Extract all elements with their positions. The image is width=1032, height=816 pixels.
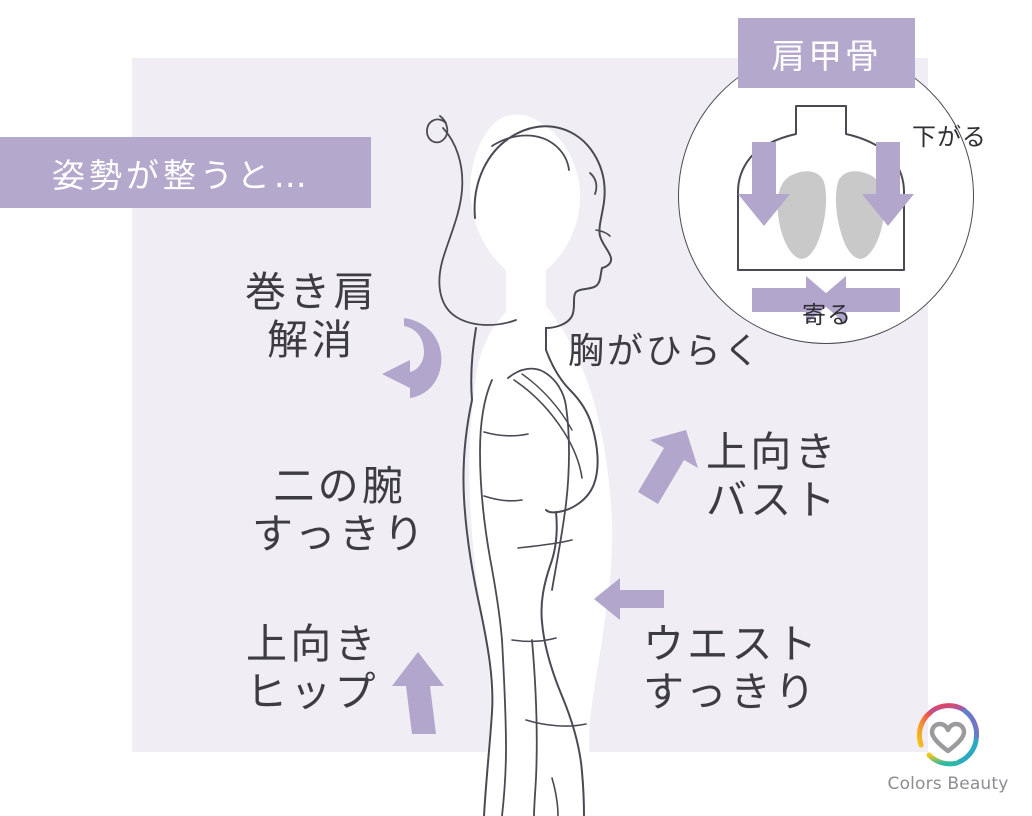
label-upper-arm-line2: すっきり xyxy=(252,511,428,558)
title-banner-text: 姿勢が整うと… xyxy=(52,155,311,195)
curved-arrow-shoulder xyxy=(382,318,442,398)
label-bust-line2: バスト xyxy=(706,477,839,524)
arrow-waist-left xyxy=(594,578,664,620)
label-rolled-shoulder: 巻き肩 解消 xyxy=(245,268,378,365)
scapula-right xyxy=(835,171,885,259)
label-waist-line1: ウエスト xyxy=(643,621,821,667)
label-chest: 胸がひらく xyxy=(568,330,762,372)
brand-logo: Colors Beauty xyxy=(880,698,1016,798)
label-bust: 上向き バスト xyxy=(706,428,839,525)
label-bust-line1: 上向き xyxy=(706,429,839,475)
scapula-diagram xyxy=(737,105,914,324)
down-arrows xyxy=(738,142,914,226)
inset-label-together: 寄る xyxy=(802,301,852,329)
label-upper-arm-line1: 二の腕 xyxy=(273,463,407,509)
label-hip-line2: ヒップ xyxy=(246,669,379,716)
label-chest-line1: 胸がひらく xyxy=(568,331,763,371)
label-hip: 上向き ヒップ xyxy=(246,620,379,717)
label-upper-arm: 二の腕 すっきり xyxy=(252,462,427,559)
body-silhouette xyxy=(426,114,613,816)
brand-logo-text: Colors Beauty xyxy=(887,774,1009,794)
arrow-hip-up xyxy=(392,652,444,734)
label-waist-line2: すっきり xyxy=(643,669,819,716)
scapula-banner: 肩甲骨 xyxy=(738,18,915,88)
inset-label-down: 下がる xyxy=(912,123,987,151)
colors-beauty-ring-icon xyxy=(916,703,980,767)
title-banner: 姿勢が整うと… xyxy=(0,137,371,208)
label-waist: ウエスト すっきり xyxy=(643,620,820,717)
arrow-bust-up xyxy=(638,430,698,504)
label-hip-line1: 上向き xyxy=(246,621,379,667)
scapula-left xyxy=(777,171,827,259)
label-rolled-shoulder-line1: 巻き肩 xyxy=(245,269,378,315)
inward-arrows xyxy=(752,276,900,324)
scapula-banner-text: 肩甲骨 xyxy=(771,36,882,77)
label-rolled-shoulder-line2: 解消 xyxy=(267,317,356,364)
